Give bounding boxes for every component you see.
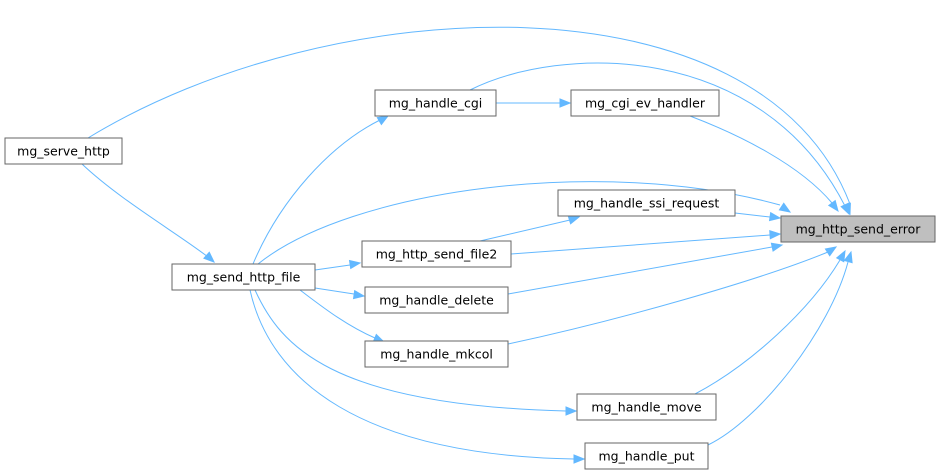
node-mg-handle-mkcol[interactable]: mg_handle_mkcol xyxy=(364,340,509,368)
edge-mg-send-http-file-to-mg-handle-put xyxy=(249,289,586,464)
node-box xyxy=(576,393,717,421)
node-label: mg_serve_http xyxy=(17,144,110,159)
edge-mg-http-send-file2-to-mg-handle-ssi-request xyxy=(479,215,581,242)
arrowhead-icon xyxy=(778,202,792,213)
edge-line xyxy=(87,26,851,205)
edge-mg-send-http-file-to-mg-handle-delete xyxy=(314,287,366,300)
arrowhead-icon xyxy=(203,251,215,263)
edge-mg-handle-delete-to-mg-http-send-error xyxy=(507,242,784,295)
edge-mg-cgi-ev-handler-to-mg-http-send-error xyxy=(689,115,839,213)
node-label: mg_handle_move xyxy=(591,400,701,415)
node-mg-cgi-ev-handler[interactable]: mg_cgi_ev_handler xyxy=(570,89,720,117)
edge-line xyxy=(510,234,771,255)
edge-mg-handle-cgi-to-mg-http-send-error xyxy=(469,62,850,216)
arrowhead-icon xyxy=(559,98,572,108)
edge-line xyxy=(689,115,833,204)
arrowhead-icon xyxy=(827,199,839,213)
edge-line xyxy=(254,289,567,412)
arrowhead-icon xyxy=(376,115,390,126)
edge-mg-handle-move-to-mg-http-send-error xyxy=(694,249,846,395)
node-mg-http-send-file2[interactable]: mg_http_send_file2 xyxy=(361,240,512,268)
edge-mg-handle-mkcol-to-mg-http-send-error xyxy=(507,246,838,345)
node-mg-http-send-error[interactable]: mg_http_send_error xyxy=(780,215,936,243)
node-label: mg_http_send_file2 xyxy=(376,247,498,262)
node-label: mg_http_send_error xyxy=(796,222,922,237)
node-mg-handle-put[interactable]: mg_handle_put xyxy=(584,442,709,470)
node-box xyxy=(557,189,736,217)
node-label: mg_handle_cgi xyxy=(389,96,483,111)
arrowhead-icon xyxy=(843,250,853,264)
node-box xyxy=(584,442,709,470)
edge-line xyxy=(707,261,849,446)
edge-mg-handle-cgi-to-mg-cgi-ev-handler xyxy=(496,98,572,108)
node-label: mg_handle_ssi_request xyxy=(574,196,720,211)
node-mg-serve-http[interactable]: mg_serve_http xyxy=(4,137,123,165)
arrowhead-icon xyxy=(769,230,782,240)
edge-line xyxy=(734,212,771,218)
node-mg-handle-ssi-request[interactable]: mg_handle_ssi_request xyxy=(557,189,736,217)
edge-line xyxy=(479,219,571,242)
arrowhead-icon xyxy=(348,259,362,270)
arrowhead-icon xyxy=(567,215,581,225)
nodes-layer: mg_http_send_error mg_serve_http mg_send… xyxy=(4,89,936,470)
edge-mg-send-http-file-to-mg-handle-move xyxy=(254,289,578,416)
node-label: mg_handle_delete xyxy=(379,293,494,308)
edge-mg-send-http-file-to-mg-http-send-error xyxy=(257,181,792,265)
edge-line xyxy=(694,259,841,395)
node-label: mg_handle_put xyxy=(599,449,695,464)
edge-mg-handle-ssi-request-to-mg-http-send-error xyxy=(734,211,782,222)
node-box xyxy=(4,137,123,165)
edge-mg-handle-put-to-mg-http-send-error xyxy=(707,250,853,446)
arrowhead-icon xyxy=(840,202,850,216)
edge-line xyxy=(81,163,209,258)
node-label: mg_handle_mkcol xyxy=(380,347,493,362)
edge-line xyxy=(507,246,773,295)
edge-mg-serve-http-to-mg-http-send-error xyxy=(87,26,851,216)
edge-line xyxy=(469,62,846,207)
edge-mg-send-http-file-to-mg-handle-cgi xyxy=(252,115,390,265)
node-box xyxy=(570,89,720,117)
arrowhead-icon xyxy=(770,242,784,252)
node-box xyxy=(364,340,509,368)
node-label: mg_cgi_ev_handler xyxy=(585,96,706,111)
edge-mg-serve-http-to-mg-send-http-file xyxy=(81,163,215,263)
edge-line xyxy=(252,119,381,265)
edge-line xyxy=(314,264,351,271)
arrowhead-icon xyxy=(768,211,782,222)
arrowhead-icon xyxy=(352,289,366,300)
arrowhead-icon xyxy=(573,454,586,464)
edge-mg-send-http-file-to-mg-http-send-file2 xyxy=(314,259,362,271)
edges-layer xyxy=(81,26,853,464)
edge-line xyxy=(299,289,376,339)
arrowhead-icon xyxy=(565,406,578,416)
edge-mg-http-send-file2-to-mg-http-send-error xyxy=(510,230,782,255)
node-box xyxy=(364,286,509,314)
node-box xyxy=(171,263,316,291)
node-label: mg_send_http_file xyxy=(187,270,301,285)
arrowhead-icon xyxy=(824,246,838,257)
node-mg-handle-cgi[interactable]: mg_handle_cgi xyxy=(374,89,497,117)
edge-line xyxy=(314,287,355,295)
node-mg-handle-delete[interactable]: mg_handle_delete xyxy=(364,286,509,314)
node-mg-handle-move[interactable]: mg_handle_move xyxy=(576,393,717,421)
edge-line xyxy=(507,251,829,345)
edge-line xyxy=(257,181,781,265)
edge-line xyxy=(249,289,575,460)
arrowhead-icon xyxy=(835,249,846,263)
node-mg-send-http-file[interactable]: mg_send_http_file xyxy=(171,263,316,291)
node-box xyxy=(361,240,512,268)
node-box xyxy=(780,215,936,243)
node-box xyxy=(374,89,497,117)
